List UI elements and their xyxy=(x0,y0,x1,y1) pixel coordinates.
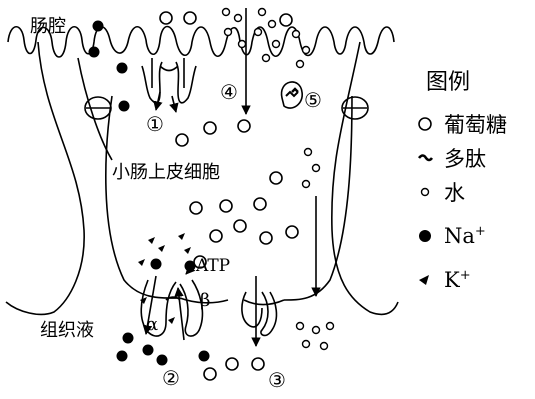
legend-label-sodium: Na xyxy=(444,224,475,248)
route-5-label: ⑤ xyxy=(304,88,322,112)
transporter-1 xyxy=(142,58,196,103)
legend-label-glucose: 葡萄糖 xyxy=(444,109,507,139)
glucose-molecules xyxy=(160,12,298,380)
tissue-fluid-label: 组织液 xyxy=(40,316,94,342)
legend-label-polypeptide: 多肽 xyxy=(444,143,486,173)
transporter-3 xyxy=(242,292,277,335)
route-3-label: ③ xyxy=(268,368,286,392)
legend-item-water: 水 xyxy=(416,177,465,207)
epithelial-cell-label: 小肠上皮细胞 xyxy=(112,158,220,184)
legend-item-polypeptide: 多肽 xyxy=(416,143,486,173)
potassium-ions xyxy=(138,233,191,324)
legend-title: 图例 xyxy=(426,64,470,96)
legend-item-potassium: K+ xyxy=(416,265,471,295)
alpha-subunit-label: α xyxy=(146,314,158,335)
route-4-label: ④ xyxy=(220,80,238,104)
legend-label-potassium: K xyxy=(444,268,460,292)
legend-sup-potassium: + xyxy=(460,268,471,283)
legend-item-sodium: Na+ xyxy=(416,221,486,251)
atp-label: ATP xyxy=(196,256,230,276)
vesicle-5 xyxy=(282,82,303,108)
beta-subunit-label: β xyxy=(200,290,210,311)
lumen-label: 肠腔 xyxy=(30,12,66,38)
route-1-label: ① xyxy=(146,112,164,136)
legend-item-glucose: 葡萄糖 xyxy=(416,109,507,139)
route-2-label: ② xyxy=(162,366,180,390)
legend-sup-sodium: + xyxy=(475,224,486,239)
legend-label-water: 水 xyxy=(444,177,465,207)
polypeptide-molecules xyxy=(292,89,298,92)
